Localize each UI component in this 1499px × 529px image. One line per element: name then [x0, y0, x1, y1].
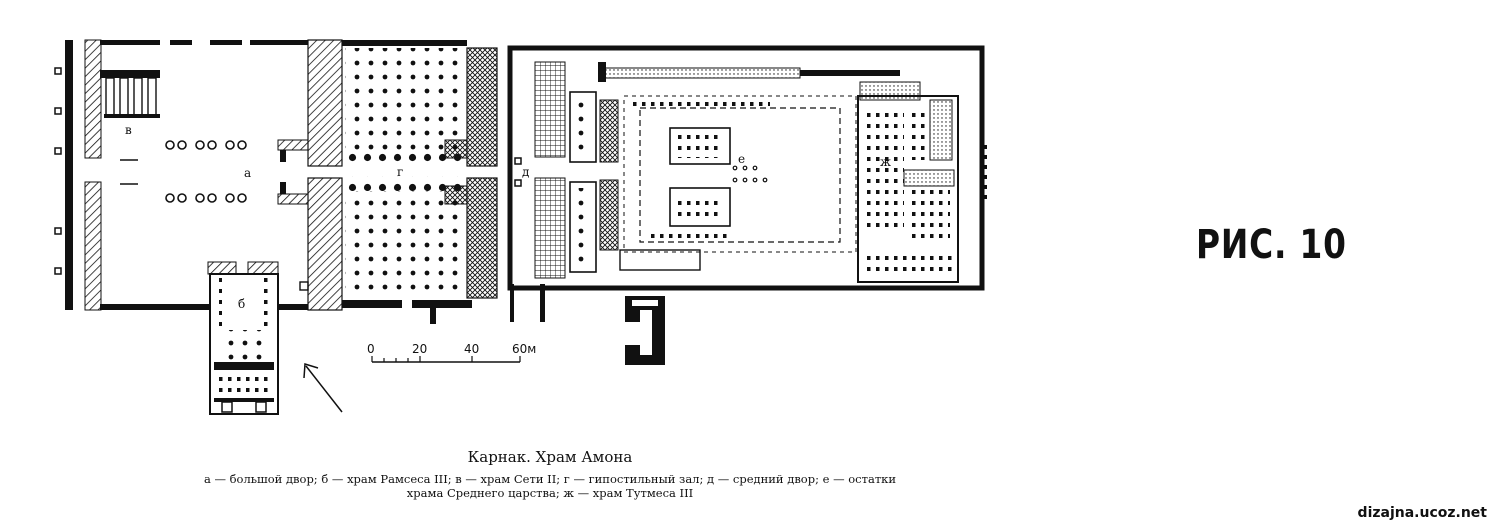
- scale-bar: 0 20 40 60м: [367, 342, 536, 363]
- scale-tick-40: 40: [464, 342, 479, 356]
- label-e: е: [738, 152, 745, 166]
- hypostyle-hall: [307, 39, 522, 324]
- entrance-arrow: [303, 363, 343, 413]
- figure-legend: а — большой двор; б — храм Рамсеса III; …: [60, 472, 1040, 500]
- eastern-temple-complex: [507, 45, 987, 365]
- scale-tick-60: 60м: [512, 342, 536, 356]
- figure-caption: Карнак. Храм Амона: [467, 448, 633, 466]
- label-a: а: [244, 166, 251, 180]
- label-b: б: [238, 297, 245, 311]
- temple-ramesses-iii: [207, 261, 279, 415]
- label-zh: ж: [880, 155, 891, 169]
- figure-number: РИС. 10: [1196, 222, 1347, 268]
- scale-tick-20: 20: [412, 342, 427, 356]
- scale-tick-0: 0: [367, 342, 375, 356]
- legend-line-1: а — большой двор; б — храм Рамсеса III; …: [203, 472, 897, 486]
- label-g: г: [397, 165, 403, 179]
- watermark: dizajna.ucoz.net: [1357, 505, 1487, 521]
- label-v: в: [125, 123, 132, 137]
- label-d: д: [522, 165, 529, 179]
- great-court: [54, 39, 309, 311]
- legend-line-2: храма Среднего царства; ж — храм Тутмеса…: [406, 486, 694, 500]
